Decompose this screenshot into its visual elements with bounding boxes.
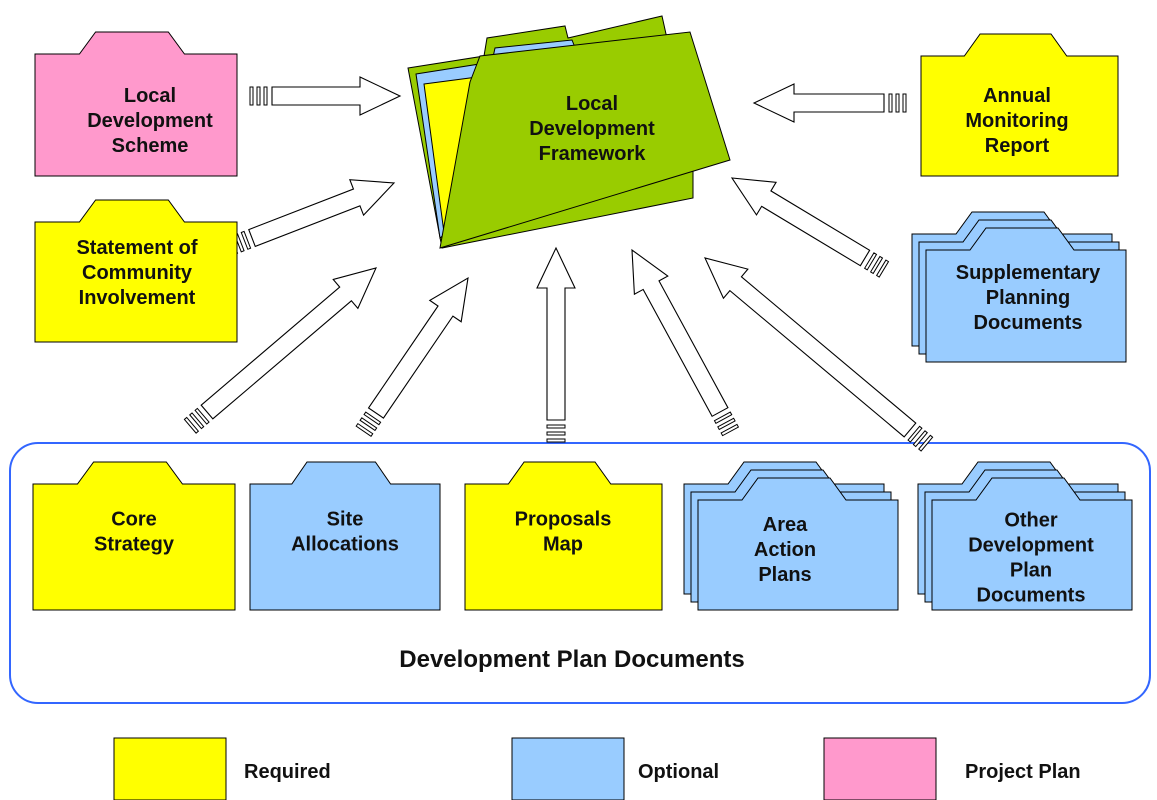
arrow-prop-stripe-0 [546, 424, 566, 429]
arrow-core-stripe-1 [189, 412, 205, 430]
aap-folder-front [697, 477, 899, 611]
arrow-core-stripe-2 [183, 416, 200, 434]
arrow-site-stripe-1 [359, 417, 378, 432]
core-label-line: Strategy [94, 534, 175, 556]
framework-label-line: Framework [539, 143, 647, 165]
arrow-prop [536, 246, 576, 443]
spd-folder-stack [911, 211, 1127, 363]
arrow-other [704, 257, 934, 452]
prop-folder-shape [464, 461, 663, 611]
other-label-line: Plan [1010, 560, 1052, 582]
lds-folder-shape [34, 31, 238, 177]
amr-label-line: Annual [983, 85, 1051, 107]
arrow-amr-stripe-0 [888, 93, 893, 113]
core-folder-shape [32, 461, 236, 611]
arrow-other-stripe-0 [907, 425, 923, 443]
site-label-line: Site [327, 509, 364, 531]
arrow-prop-stripe-1 [546, 431, 566, 436]
arrow-aap-stripe-0 [713, 411, 733, 425]
dpd-group-box [9, 442, 1151, 704]
arrow-lds-stripe-1 [256, 86, 261, 106]
legend-item-0: Required [113, 737, 331, 800]
prop-label-line: Proposals [515, 509, 612, 531]
lds-label-line: Development [87, 110, 213, 132]
arrow-lds-stripe-0 [263, 86, 268, 106]
other-label-line: Other [1004, 510, 1058, 532]
amr-label-line: Monitoring [965, 110, 1068, 132]
aap-folder-stack [683, 461, 899, 611]
arrow-amr-stripe-2 [902, 93, 907, 113]
legend-item-1: Optional [511, 737, 719, 800]
arrow-lds [249, 76, 402, 116]
other-folder-front [931, 477, 1133, 611]
arrow-aap [631, 248, 740, 437]
legend-item-2: Project Plan [823, 737, 1081, 800]
arrow-spd [730, 177, 890, 278]
other-label-line: Development [968, 535, 1094, 557]
legend-label: Project Plan [965, 761, 1081, 783]
arrow-site [355, 276, 469, 437]
aap-label-line: Action [754, 539, 816, 561]
arrow-lds-stripe-2 [249, 86, 254, 106]
framework-label-line: Local [566, 93, 618, 115]
legend-label: Required [244, 761, 331, 783]
legend-swatch [511, 737, 625, 800]
site-label-line: Allocations [291, 534, 399, 556]
arrow-amr-stripe-1 [895, 93, 900, 113]
arrow-sci [227, 179, 396, 255]
arrow-core [183, 267, 377, 434]
arrow-prop-stripe-2 [546, 438, 566, 443]
aap-label-line: Area [763, 514, 808, 536]
lds-label-line: Local [124, 85, 176, 107]
legend-swatch [113, 737, 227, 800]
framework-label-line: Development [529, 118, 655, 140]
arrow-site-stripe-2 [355, 422, 374, 437]
arrow-site-stripe-0 [363, 411, 382, 426]
amr-label-line: Report [985, 135, 1050, 157]
arrow-spd-stripe-2 [875, 259, 890, 278]
arrow-other-stripe-1 [912, 430, 928, 448]
spd-label-line: Documents [974, 312, 1083, 334]
framework-folder-front [439, 31, 731, 249]
arrow-other-stripe-2 [918, 434, 934, 452]
sci-label-line: Community [82, 262, 193, 284]
spd-label-line: Planning [986, 287, 1070, 309]
prop-label-line: Map [543, 534, 583, 556]
legend-swatch [823, 737, 937, 800]
spd-folder-front [925, 227, 1127, 363]
core-label-line: Core [111, 509, 157, 531]
aap-label-line: Plans [758, 564, 811, 586]
arrow-amr [752, 83, 907, 123]
sci-folder-shape [34, 199, 238, 343]
site-folder-shape [249, 461, 441, 611]
spd-label-line: Supplementary [956, 262, 1101, 284]
legend-label: Optional [638, 761, 719, 783]
sci-label-line: Statement of [76, 237, 197, 259]
amr-folder-shape [920, 33, 1119, 177]
arrow-aap-stripe-1 [717, 417, 736, 431]
arrow-spd-stripe-0 [863, 252, 878, 271]
other-label-line: Documents [977, 585, 1086, 607]
sci-label-line: Involvement [79, 287, 196, 309]
other-folder-stack [917, 461, 1133, 611]
lds-label-line: Scheme [112, 135, 189, 157]
dpd-group-label: Development Plan Documents [399, 646, 744, 673]
arrow-sci-stripe-0 [240, 230, 252, 250]
arrow-aap-stripe-2 [720, 423, 740, 437]
arrow-spd-stripe-1 [869, 255, 884, 275]
arrow-core-stripe-0 [194, 407, 210, 425]
